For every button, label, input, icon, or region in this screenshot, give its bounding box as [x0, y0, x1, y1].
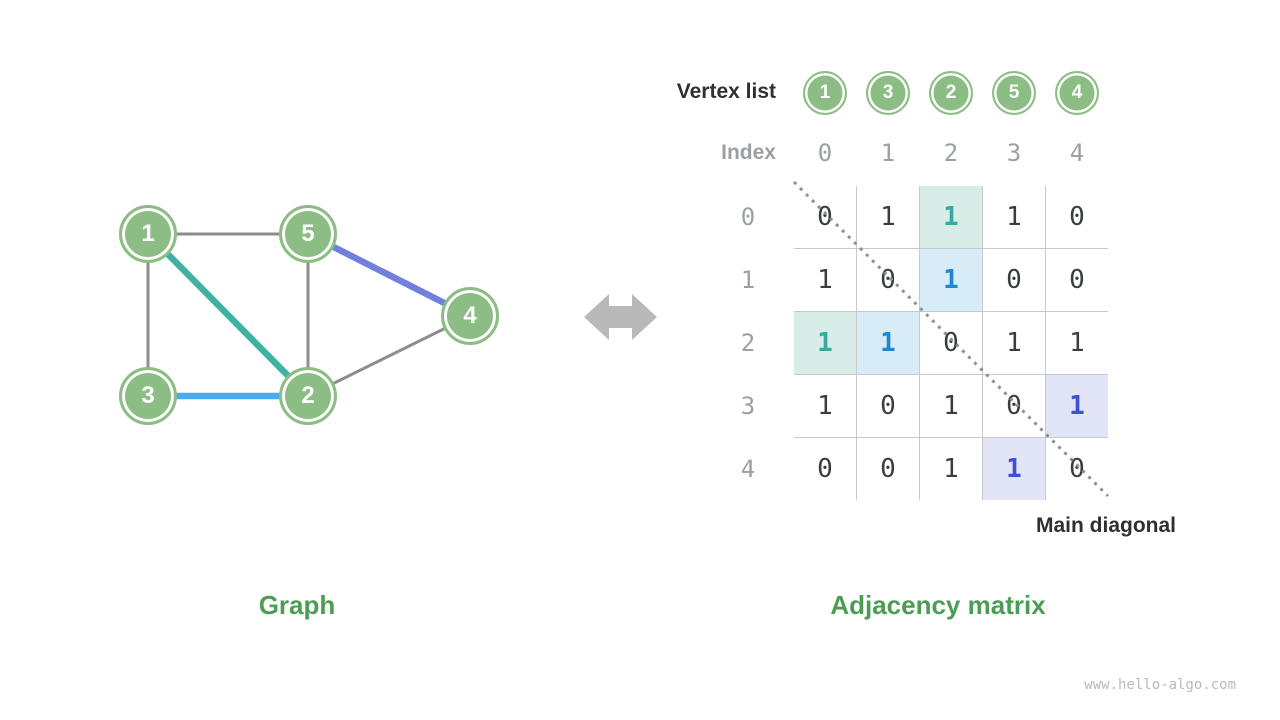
watermark: www.hello-algo.com	[1084, 677, 1236, 693]
matrix-cell-3-4: 1	[1046, 375, 1108, 437]
matrix-cell-4-2: 1	[920, 438, 982, 500]
row-index-2: 2	[740, 329, 756, 357]
matrix-cell-1-3: 0	[983, 249, 1045, 311]
matrix-cell-4-4: 0	[1046, 438, 1108, 500]
matrix-cell-2-4: 1	[1046, 312, 1108, 374]
graph-vertex-3: 3	[119, 367, 177, 425]
row-index-4: 4	[740, 455, 756, 483]
row-index-3: 3	[740, 392, 756, 420]
matrix-cell-1-2: 1	[920, 249, 982, 311]
col-index-1: 1	[880, 139, 896, 167]
matrix-cell-2-2: 0	[920, 312, 982, 374]
edge-1-2-highlight-teal	[145, 231, 311, 399]
row-indices: 0 1 2 3 4	[718, 186, 778, 500]
graph-vertex-5: 5	[279, 205, 337, 263]
graph-vertex-2: 2	[279, 367, 337, 425]
matrix-cell-1-4: 0	[1046, 249, 1108, 311]
matrix-cell-3-0: 1	[794, 375, 856, 437]
matrix-cell-2-3: 1	[983, 312, 1045, 374]
row-index-0: 0	[740, 203, 756, 231]
double-arrow-icon	[584, 294, 657, 340]
matrix-cell-3-1: 0	[857, 375, 919, 437]
matrix-cell-2-0: 1	[794, 312, 856, 374]
vertex-list-item-1: 3	[866, 71, 910, 115]
edge-2-4	[307, 314, 471, 398]
matrix-cell-3-3: 0	[983, 375, 1045, 437]
matrix-cell-3-2: 1	[920, 375, 982, 437]
matrix-cell-4-3: 1	[983, 438, 1045, 500]
matrix-cell-4-0: 0	[794, 438, 856, 500]
matrix-cell-0-3: 1	[983, 186, 1045, 248]
adjacency-matrix-caption: Adjacency matrix	[830, 590, 1046, 620]
column-indices: 0 1 2 3 4	[794, 138, 1108, 168]
vertex-list-item-4: 4	[1055, 71, 1099, 115]
matrix-cell-1-1: 0	[857, 249, 919, 311]
matrix-cell-2-1: 1	[857, 312, 919, 374]
graph-vertex-1: 1	[119, 205, 177, 263]
vertex-list-item-3: 5	[992, 71, 1036, 115]
graph-vertex-4: 4	[441, 287, 499, 345]
matrix-cell-1-0: 1	[794, 249, 856, 311]
matrix-cell-0-2: 1	[920, 186, 982, 248]
vertex-list-item-0: 1	[803, 71, 847, 115]
matrix-cell-4-1: 0	[857, 438, 919, 500]
col-index-0: 0	[817, 139, 833, 167]
col-index-2: 2	[943, 139, 959, 167]
matrix-cell-0-0: 0	[794, 186, 856, 248]
index-label: Index	[721, 141, 776, 164]
col-index-4: 4	[1069, 139, 1085, 167]
main-diagonal-label: Main diagonal	[1035, 514, 1176, 537]
vertex-list-item-2: 2	[929, 71, 973, 115]
row-index-1: 1	[740, 266, 756, 294]
vertex-list-label: Vertex list	[676, 80, 776, 103]
graph-caption: Graph	[258, 590, 336, 620]
col-index-3: 3	[1006, 139, 1022, 167]
matrix-cell-0-1: 1	[857, 186, 919, 248]
matrix-cell-0-4: 0	[1046, 186, 1108, 248]
adjacency-matrix-grid: 0 1 1 1 0 1 0 1 0 0 1 1 0 1 1 1 0 1 0 1 …	[794, 186, 1108, 500]
